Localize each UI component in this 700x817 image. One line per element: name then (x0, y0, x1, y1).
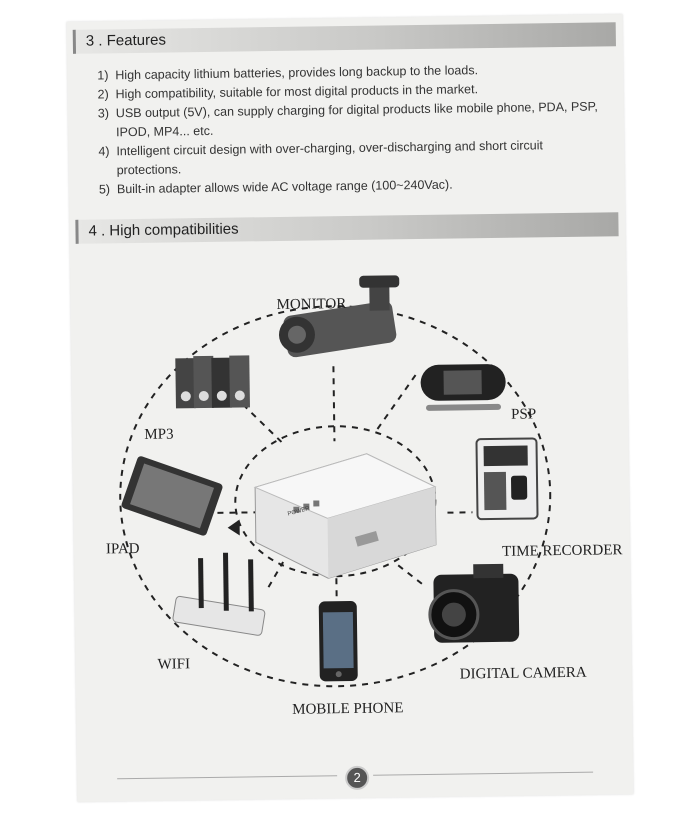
device-label-ipad: IPAD (105, 540, 140, 558)
device-label-mp3: MP3 (144, 426, 174, 443)
power-bank-device (253, 453, 437, 579)
time-recorder-icon (475, 437, 539, 521)
mobile-phone-icon (318, 601, 358, 682)
footer-rule-right (373, 771, 594, 776)
features-title: 3 . Features (85, 31, 167, 50)
digital-camera-icon (428, 563, 520, 643)
wifi-router-icon (172, 552, 266, 636)
device-label-time-recorder: TIME RECORDER (501, 542, 623, 560)
device-label-mobile-phone: MOBILE PHONE (292, 700, 404, 718)
compatibility-diagram: MONITOR MP3 PSP IPAD TIME RECORDER WIFI … (74, 252, 629, 760)
page-number-badge: 2 (344, 765, 370, 791)
footer-rule-left (117, 775, 338, 780)
features-list: 1)High capacity lithium batteries, provi… (97, 60, 599, 200)
manual-page: 3 . Features 1)High capacity lithium bat… (66, 14, 634, 802)
device-label-psp: PSP (510, 406, 537, 423)
cctv-camera-icon (278, 275, 400, 358)
outer-dashed-ring (119, 305, 552, 688)
diagram-graphics (119, 275, 552, 688)
device-label-monitor: MONITOR (276, 296, 347, 314)
psp-icon (420, 364, 506, 411)
device-label-digital-camera: DIGITAL CAMERA (459, 664, 587, 683)
device-label-wifi: WIFI (157, 656, 191, 673)
arrow-marker (227, 519, 240, 536)
compatibilities-section-header: 4 . High compatibilities (75, 212, 619, 244)
compatibilities-title: 4 . High compatibilities (88, 220, 239, 240)
features-section-header: 3 . Features (72, 22, 616, 54)
mp3-players-icon (175, 355, 250, 409)
ipad-icon (121, 456, 223, 536)
